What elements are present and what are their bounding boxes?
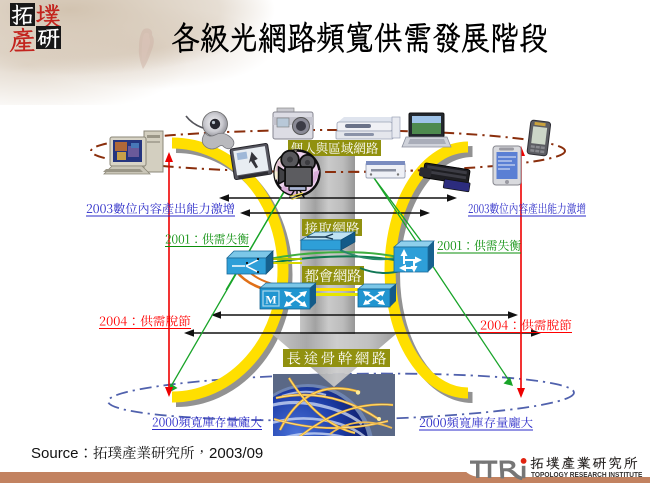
svg-text:2003數位內容產出能力激增: 2003數位內容產出能力激增 (86, 200, 235, 217)
svg-text:個人與區域網路: 個人與區域網路 (291, 138, 379, 157)
svg-text:M: M (265, 291, 276, 308)
svg-text:2004：供需脫節: 2004：供需脫節 (480, 317, 572, 334)
svg-text:2003數位內容產出能力激增: 2003數位內容產出能力激增 (468, 200, 586, 217)
svg-text:2000頻寬庫存量龐大: 2000頻寬庫存量龐大 (152, 414, 262, 431)
svg-text:2001：供需失衡: 2001：供需失衡 (437, 237, 521, 254)
svg-text:2000頻寬庫存量龐大: 2000頻寬庫存量龐大 (419, 414, 533, 431)
svg-text:2004：供需脫節: 2004：供需脫節 (99, 313, 191, 330)
svg-text:都會網路: 都會網路 (305, 265, 363, 286)
svg-text:2001：供需失衡: 2001：供需失衡 (165, 231, 249, 248)
